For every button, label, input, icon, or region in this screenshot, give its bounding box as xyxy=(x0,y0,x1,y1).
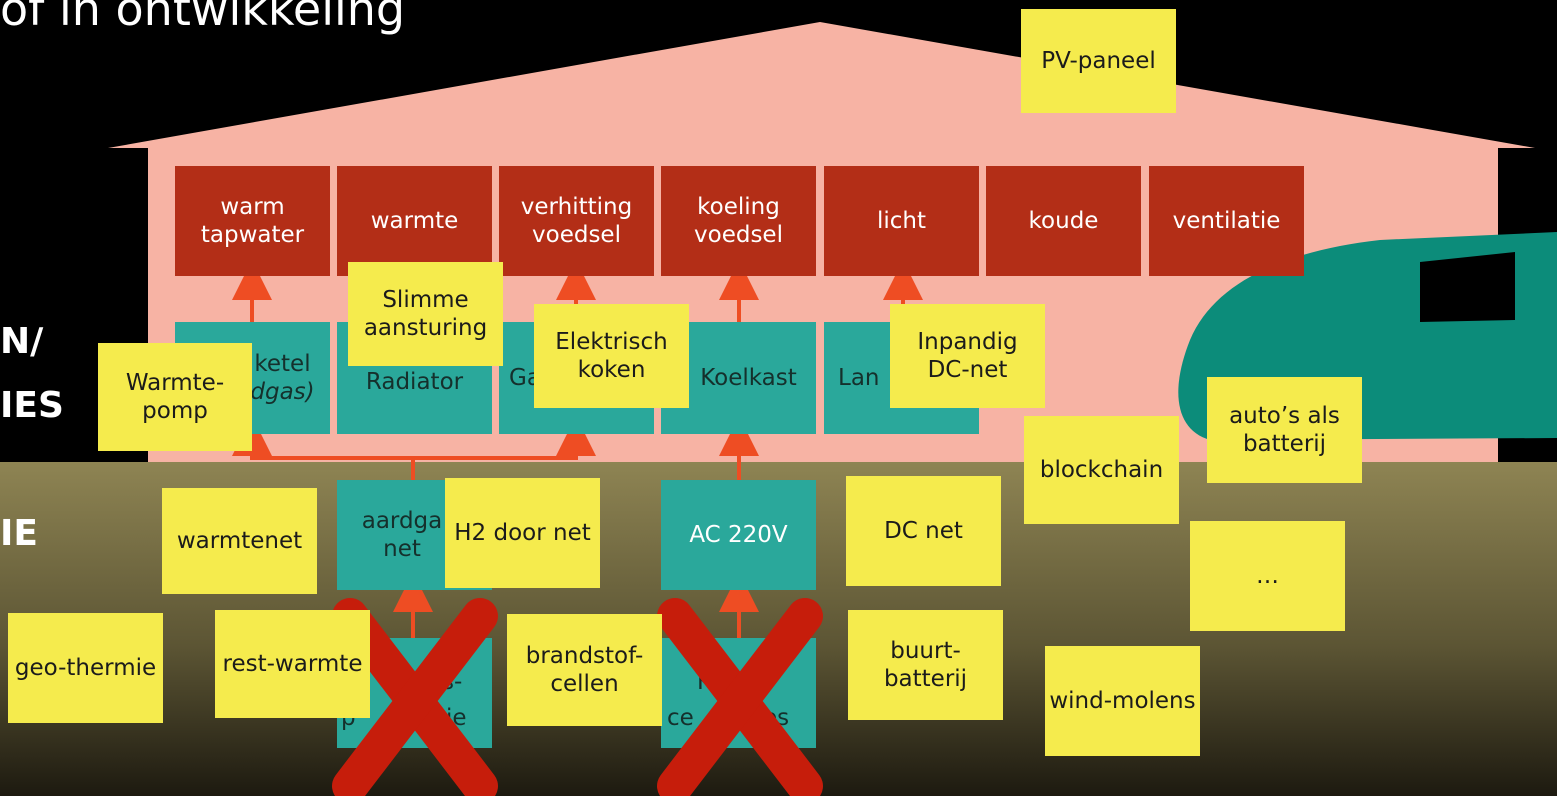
note-buurtbatterij[interactable]: buurt-batterij xyxy=(848,610,1003,720)
note-geothermie[interactable]: geo-thermie xyxy=(8,613,163,723)
note-brandstofcellen[interactable]: brandstof-cellen xyxy=(507,614,662,726)
need-koeling-voedsel: koeling voedsel xyxy=(661,166,816,276)
note-h2-door-net[interactable]: H2 door net xyxy=(445,478,600,588)
side-label-bottom: IE xyxy=(0,513,38,554)
source-plant-bottom-left: ce xyxy=(667,705,694,731)
cross-out-icon xyxy=(332,598,498,796)
need-warmte: warmte xyxy=(337,166,492,276)
need-verhitting-voedsel: verhitting voedsel xyxy=(499,166,654,276)
note-warmtenet[interactable]: warmtenet xyxy=(162,488,317,594)
note-blockchain[interactable]: blockchain xyxy=(1024,416,1179,524)
note-elektrisch-koken[interactable]: Elektrisch koken xyxy=(534,304,689,408)
note-slimme-aansturing[interactable]: Slimme aansturing xyxy=(348,262,503,366)
note-pv-paneel[interactable]: PV-paneel xyxy=(1021,9,1176,113)
device-lamp-label: Lan xyxy=(838,365,880,391)
device-ketel-label: ketel xyxy=(254,351,311,377)
need-ventilatie: ventilatie xyxy=(1149,166,1304,276)
slide-title: of in ontwikkeling xyxy=(0,0,406,36)
cross-out-icon xyxy=(657,598,823,796)
house-roof xyxy=(108,22,1535,148)
need-warm-tapwater: warm tapwater xyxy=(175,166,330,276)
supply-aardgasnet-label: aardga net xyxy=(361,508,443,562)
note-warmtepomp[interactable]: Warmte-pomp xyxy=(98,343,252,451)
note-restwarmte[interactable]: rest-warmte xyxy=(215,610,370,718)
device-radiator-label: Radiator xyxy=(365,369,464,395)
note-more[interactable]: … xyxy=(1190,521,1345,631)
note-dc-net[interactable]: DC net xyxy=(846,476,1001,586)
device-koelkast-label: Koelkast xyxy=(700,365,797,391)
need-koude: koude xyxy=(986,166,1141,276)
note-inpandig-dc-net[interactable]: Inpandig DC-net xyxy=(890,304,1045,408)
side-label-middle: IES xyxy=(0,385,64,426)
supply-ac-220v: AC 220V xyxy=(661,480,816,590)
need-licht: licht xyxy=(824,166,979,276)
side-label-top: N/ xyxy=(0,321,44,362)
note-autos-als-batterij[interactable]: auto’s als batterij xyxy=(1207,377,1362,483)
device-ketel-sublabel: dgas) xyxy=(250,379,315,405)
note-windmolens[interactable]: wind-molens xyxy=(1045,646,1200,756)
